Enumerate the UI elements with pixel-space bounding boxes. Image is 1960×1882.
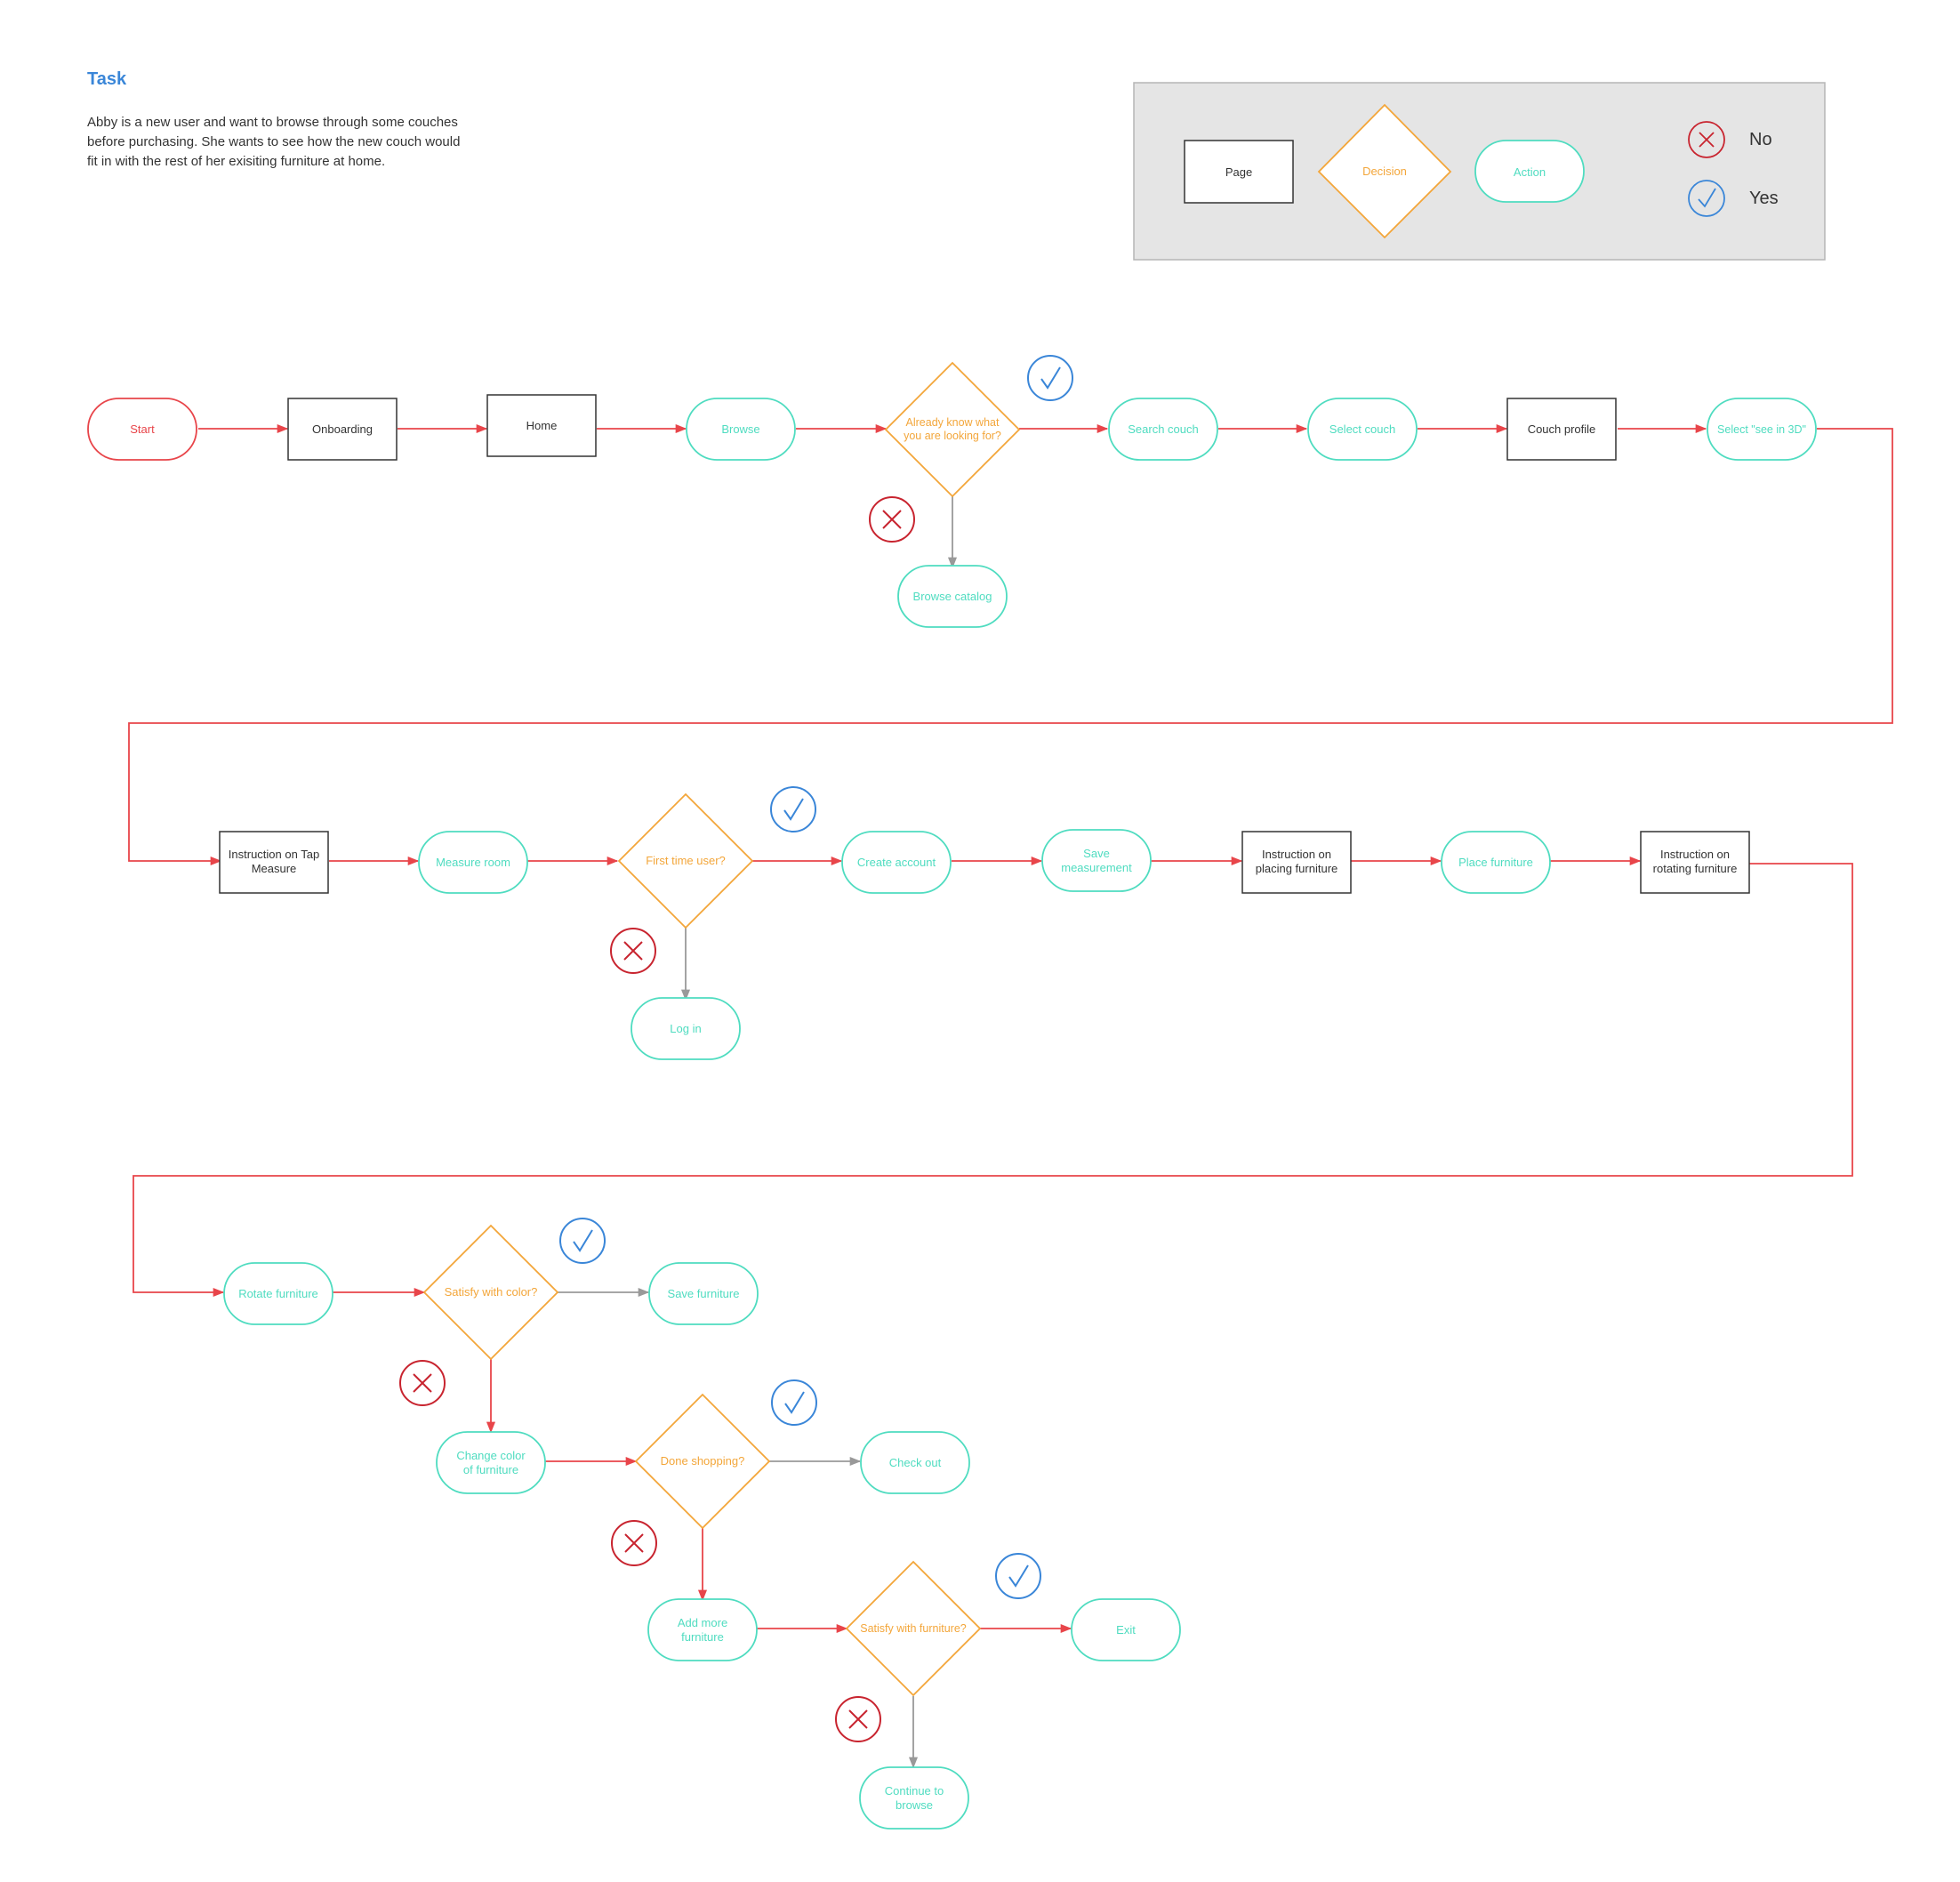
task-line: before purchasing. She wants to see how … bbox=[87, 134, 461, 149]
node-select-couch[interactable]: Select couch bbox=[1307, 398, 1418, 461]
legend-no-label: No bbox=[1749, 130, 1772, 149]
node-label: Couch profile bbox=[1528, 422, 1596, 436]
node-label: Satisfy with furniture? bbox=[860, 1622, 967, 1635]
yes-icon bbox=[1688, 180, 1725, 217]
node-save-furniture[interactable]: Save furniture bbox=[648, 1262, 759, 1325]
node-label: Already know what bbox=[906, 416, 1000, 429]
node-instruction-rotating[interactable]: Instruction on rotating furniture bbox=[1640, 831, 1750, 894]
node-label: Log in bbox=[670, 1022, 701, 1035]
decision-already-know[interactable]: Already know what you are looking for? bbox=[884, 361, 1021, 498]
node-create-account[interactable]: Create account bbox=[841, 831, 952, 894]
node-save-measurement[interactable]: Save measurement bbox=[1041, 829, 1152, 892]
node-label: Search couch bbox=[1128, 422, 1199, 436]
node-label: Instruction on bbox=[1262, 848, 1331, 861]
node-label: Onboarding bbox=[312, 422, 373, 436]
node-couch-profile[interactable]: Couch profile bbox=[1506, 398, 1617, 461]
node-instruction-tap-measure[interactable]: Instruction on Tap Measure bbox=[219, 831, 329, 894]
legend-decision-label: Decision bbox=[1362, 165, 1407, 178]
legend-action-shape bbox=[1474, 140, 1585, 203]
node-label: Browse catalog bbox=[913, 590, 992, 603]
connectors bbox=[128, 423, 1893, 1769]
node-browse-catalog[interactable]: Browse catalog bbox=[897, 565, 1008, 628]
yes-icon bbox=[771, 1379, 817, 1426]
yes-icon bbox=[995, 1553, 1041, 1599]
node-label: of furniture bbox=[463, 1463, 518, 1476]
yes-icon bbox=[770, 786, 816, 832]
legend-page-label: Page bbox=[1225, 165, 1252, 179]
legend-decision-shape bbox=[1317, 103, 1452, 239]
node-label: Save furniture bbox=[668, 1287, 740, 1300]
node-label: furniture bbox=[681, 1630, 724, 1644]
legend-page-shape bbox=[1184, 140, 1294, 204]
decision-first-time-user[interactable]: First time user? bbox=[617, 792, 754, 929]
node-label: Instruction on bbox=[1660, 848, 1730, 861]
node-label: Start bbox=[130, 422, 155, 436]
node-label: Change color bbox=[456, 1449, 526, 1462]
node-label: Check out bbox=[889, 1456, 942, 1469]
node-label: Select "see in 3D" bbox=[1717, 423, 1806, 436]
node-label: you are looking for? bbox=[904, 430, 1001, 442]
node-home[interactable]: Home bbox=[486, 394, 597, 457]
node-add-more-furniture[interactable]: Add more furniture bbox=[647, 1598, 758, 1661]
node-label: First time user? bbox=[646, 854, 726, 867]
node-log-in[interactable]: Log in bbox=[631, 997, 741, 1060]
no-icon bbox=[869, 496, 915, 543]
node-change-color[interactable]: Change color of furniture bbox=[436, 1431, 546, 1494]
node-instruction-placing[interactable]: Instruction on placing furniture bbox=[1241, 831, 1352, 894]
yes-icon bbox=[1027, 355, 1073, 401]
node-browse[interactable]: Browse bbox=[686, 398, 796, 461]
node-label: Done shopping? bbox=[661, 1454, 745, 1468]
node-continue-to-browse[interactable]: Continue to browse bbox=[859, 1766, 969, 1830]
no-icon bbox=[835, 1696, 881, 1742]
node-label: Continue to bbox=[885, 1784, 944, 1798]
node-label: measurement bbox=[1061, 861, 1132, 874]
node-label: Save bbox=[1083, 847, 1110, 860]
node-label: Instruction on Tap bbox=[229, 848, 319, 861]
legend: Page Decision Action No Yes bbox=[1133, 82, 1826, 261]
yes-icon bbox=[559, 1218, 606, 1264]
node-measure-room[interactable]: Measure room bbox=[418, 831, 528, 894]
node-place-furniture[interactable]: Place furniture bbox=[1441, 831, 1551, 894]
node-onboarding[interactable]: Onboarding bbox=[287, 398, 398, 461]
node-label: rotating furniture bbox=[1653, 862, 1738, 875]
node-label: Exit bbox=[1116, 1623, 1136, 1637]
node-label: Select couch bbox=[1329, 422, 1395, 436]
node-select-see-in-3d[interactable]: Select "see in 3D" bbox=[1707, 398, 1817, 461]
node-label: Place furniture bbox=[1458, 856, 1533, 869]
node-label: placing furniture bbox=[1256, 862, 1338, 875]
node-label: Browse bbox=[721, 422, 759, 436]
no-icon bbox=[611, 1520, 657, 1566]
no-icon bbox=[610, 928, 656, 974]
node-label: Rotate furniture bbox=[238, 1287, 318, 1300]
node-label: browse bbox=[896, 1798, 933, 1812]
task-line: Abby is a new user and want to browse th… bbox=[87, 115, 458, 130]
decision-done-shopping[interactable]: Done shopping? bbox=[634, 1393, 771, 1530]
node-search-couch[interactable]: Search couch bbox=[1108, 398, 1218, 461]
task-title: Task bbox=[87, 69, 127, 89]
decision-satisfy-color[interactable]: Satisfy with color? bbox=[422, 1224, 559, 1361]
node-exit[interactable]: Exit bbox=[1071, 1598, 1181, 1661]
node-start[interactable]: Start bbox=[87, 398, 197, 461]
node-label: Add more bbox=[678, 1616, 727, 1629]
node-label: Create account bbox=[857, 856, 936, 869]
node-label: Measure bbox=[252, 862, 297, 875]
node-label: Measure room bbox=[436, 856, 510, 869]
legend-yes-label: Yes bbox=[1749, 189, 1779, 208]
node-label: Satisfy with color? bbox=[445, 1285, 538, 1299]
arrow bbox=[133, 863, 1853, 1298]
no-icon bbox=[399, 1360, 446, 1406]
node-check-out[interactable]: Check out bbox=[860, 1431, 970, 1494]
node-rotate-furniture[interactable]: Rotate furniture bbox=[223, 1262, 333, 1325]
node-label: Home bbox=[526, 419, 558, 432]
task-line: fit in with the rest of her exisiting fu… bbox=[87, 154, 386, 169]
task-description: Abby is a new user and want to browse th… bbox=[87, 113, 550, 172]
decision-satisfy-furniture[interactable]: Satisfy with furniture? bbox=[845, 1560, 982, 1697]
legend-action-label: Action bbox=[1514, 165, 1546, 179]
no-icon bbox=[1688, 121, 1725, 158]
arrow bbox=[128, 428, 1893, 866]
